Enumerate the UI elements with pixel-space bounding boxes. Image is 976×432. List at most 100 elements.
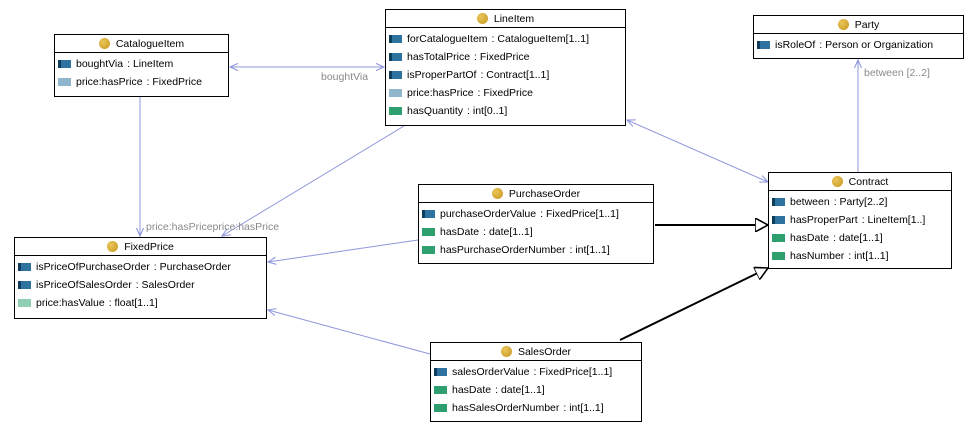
- class-icon: [837, 19, 849, 30]
- class-catalogueitem[interactable]: CatalogueItem boughtVia : LineItem price…: [54, 34, 229, 97]
- class-icon: [491, 188, 503, 199]
- attribute-name: hasPurchaseOrderNumber: [440, 244, 566, 256]
- attribute-row[interactable]: isRoleOf : Person or Organization: [754, 36, 963, 54]
- attribute-type: : FixedPrice[1..1]: [540, 208, 619, 220]
- edge-label-boughtvia: boughtVia: [321, 71, 368, 83]
- attribute-row[interactable]: isPriceOfSalesOrder : SalesOrder: [15, 276, 266, 294]
- attribute-type: : SalesOrder: [135, 279, 195, 291]
- class-lineitem[interactable]: LineItem forCatalogueItem : CatalogueIte…: [385, 9, 626, 126]
- attribute-row[interactable]: salesOrderValue : FixedPrice[1..1]: [431, 363, 641, 381]
- object-property-icon: [422, 210, 435, 218]
- data-property-icon: [434, 404, 447, 412]
- attribute-name: hasProperPart: [790, 214, 858, 226]
- class-header: SalesOrder: [431, 343, 641, 361]
- attribute-row[interactable]: hasDate : date[1..1]: [419, 223, 653, 241]
- class-header: CatalogueItem: [55, 35, 228, 53]
- object-property-icon: [434, 368, 447, 376]
- attribute-name: hasDate: [452, 384, 492, 396]
- attribute-row[interactable]: hasNumber : int[1..1]: [769, 247, 951, 265]
- attribute-row[interactable]: hasDate : date[1..1]: [769, 229, 951, 247]
- class-name: Contract: [848, 175, 889, 188]
- attribute-type: : date[1..1]: [833, 232, 883, 244]
- class-icon: [98, 38, 110, 49]
- class-salesorder[interactable]: SalesOrder salesOrderValue : FixedPrice[…: [430, 342, 642, 422]
- attribute-type: : FixedPrice: [474, 51, 530, 63]
- attribute-row[interactable]: isProperPartOf : Contract[1..1]: [386, 66, 625, 84]
- class-header: Contract: [769, 173, 951, 191]
- attribute-row[interactable]: hasTotalPrice : FixedPrice: [386, 48, 625, 66]
- attribute-name: between: [790, 196, 830, 208]
- attribute-name: salesOrderValue: [452, 366, 530, 378]
- attribute-row[interactable]: isPriceOfPurchaseOrder : PurchaseOrder: [15, 258, 266, 276]
- edge-salesorder-contract-generalization: [619, 268, 768, 341]
- attribute-name: isPriceOfPurchaseOrder: [36, 261, 150, 273]
- attribute-row[interactable]: purchaseOrderValue : FixedPrice[1..1]: [419, 205, 653, 223]
- class-name: FixedPrice: [124, 240, 174, 253]
- attribute-name: hasDate: [440, 226, 480, 238]
- attribute-name: boughtVia: [76, 58, 124, 70]
- attribute-row[interactable]: hasSalesOrderNumber : int[1..1]: [431, 399, 641, 417]
- class-name: PurchaseOrder: [508, 187, 581, 200]
- data-property-icon: [434, 386, 447, 394]
- class-name: SalesOrder: [517, 345, 572, 358]
- attribute-type: : float[1..1]: [108, 297, 158, 309]
- attribute-type: : Party[2..2]: [833, 196, 888, 208]
- class-icon: [500, 346, 512, 357]
- attribute-row[interactable]: forCatalogueItem : CatalogueItem[1..1]: [386, 30, 625, 48]
- data-property-icon: [422, 246, 435, 254]
- attribute-type: : FixedPrice[1..1]: [533, 366, 613, 378]
- annotation-property-icon: [58, 78, 71, 86]
- attribute-row[interactable]: hasProperPart : LineItem[1..]: [769, 211, 951, 229]
- attribute-name: hasDate: [790, 232, 830, 244]
- attribute-name: hasSalesOrderNumber: [452, 402, 560, 414]
- attribute-name: price:hasPrice: [76, 76, 143, 88]
- annotation-property-icon: [389, 89, 402, 97]
- attribute-type: : Person or Organization: [819, 39, 934, 51]
- object-property-icon: [18, 263, 31, 271]
- attribute-type: : date[1..1]: [483, 226, 533, 238]
- attribute-row[interactable]: between : Party[2..2]: [769, 193, 951, 211]
- attribute-type: : FixedPrice: [477, 87, 533, 99]
- attribute-type: : Contract[1..1]: [480, 69, 550, 81]
- edge-purchaseorder-fixedprice: [268, 239, 419, 262]
- data-property-icon: [772, 252, 785, 260]
- class-party[interactable]: Party isRoleOf : Person or Organization: [753, 15, 964, 59]
- object-property-icon: [389, 35, 402, 43]
- object-property-icon: [389, 71, 402, 79]
- class-name: CatalogueItem: [115, 37, 185, 50]
- attribute-row[interactable]: price:hasPrice : FixedPrice: [386, 84, 625, 102]
- class-icon: [831, 176, 843, 187]
- class-contract[interactable]: Contract between : Party[2..2] hasProper…: [768, 172, 952, 269]
- edge-label-between: between [2..2]: [864, 67, 930, 79]
- attribute-type: : FixedPrice: [146, 76, 202, 88]
- attribute-row[interactable]: hasDate : date[1..1]: [431, 381, 641, 399]
- attribute-name: isPriceOfSalesOrder: [36, 279, 132, 291]
- attribute-row[interactable]: boughtVia : LineItem: [55, 55, 228, 73]
- attribute-type: : int[1..1]: [569, 244, 610, 256]
- attribute-type: : LineItem: [127, 58, 174, 70]
- attribute-name: isProperPartOf: [407, 69, 477, 81]
- attribute-name: isRoleOf: [775, 39, 816, 51]
- attribute-row[interactable]: hasPurchaseOrderNumber : int[1..1]: [419, 241, 653, 259]
- attribute-row[interactable]: price:hasValue : float[1..1]: [15, 294, 266, 312]
- edge-salesorder-fixedprice: [268, 310, 431, 355]
- attribute-type: : LineItem[1..]: [861, 214, 926, 226]
- attribute-row[interactable]: hasQuantity : int[0..1]: [386, 102, 625, 120]
- class-header: LineItem: [386, 10, 625, 28]
- attribute-row[interactable]: price:hasPrice : FixedPrice: [55, 73, 228, 91]
- attribute-name: forCatalogueItem: [407, 33, 488, 45]
- object-property-icon: [757, 41, 770, 49]
- class-purchaseorder[interactable]: PurchaseOrder purchaseOrderValue : Fixed…: [418, 184, 654, 264]
- attribute-type: : int[1..1]: [563, 402, 604, 414]
- attribute-type: : int[1..1]: [848, 250, 889, 262]
- data-property-icon: [772, 234, 785, 242]
- object-property-icon: [18, 281, 31, 289]
- class-header: FixedPrice: [15, 238, 266, 256]
- edge-lineitem-contract: [627, 120, 768, 182]
- data-property-icon: [389, 107, 402, 115]
- class-name: LineItem: [493, 12, 535, 25]
- attribute-name: purchaseOrderValue: [440, 208, 537, 220]
- attribute-type: : PurchaseOrder: [153, 261, 231, 273]
- class-fixedprice[interactable]: FixedPrice isPriceOfPurchaseOrder : Purc…: [14, 237, 267, 319]
